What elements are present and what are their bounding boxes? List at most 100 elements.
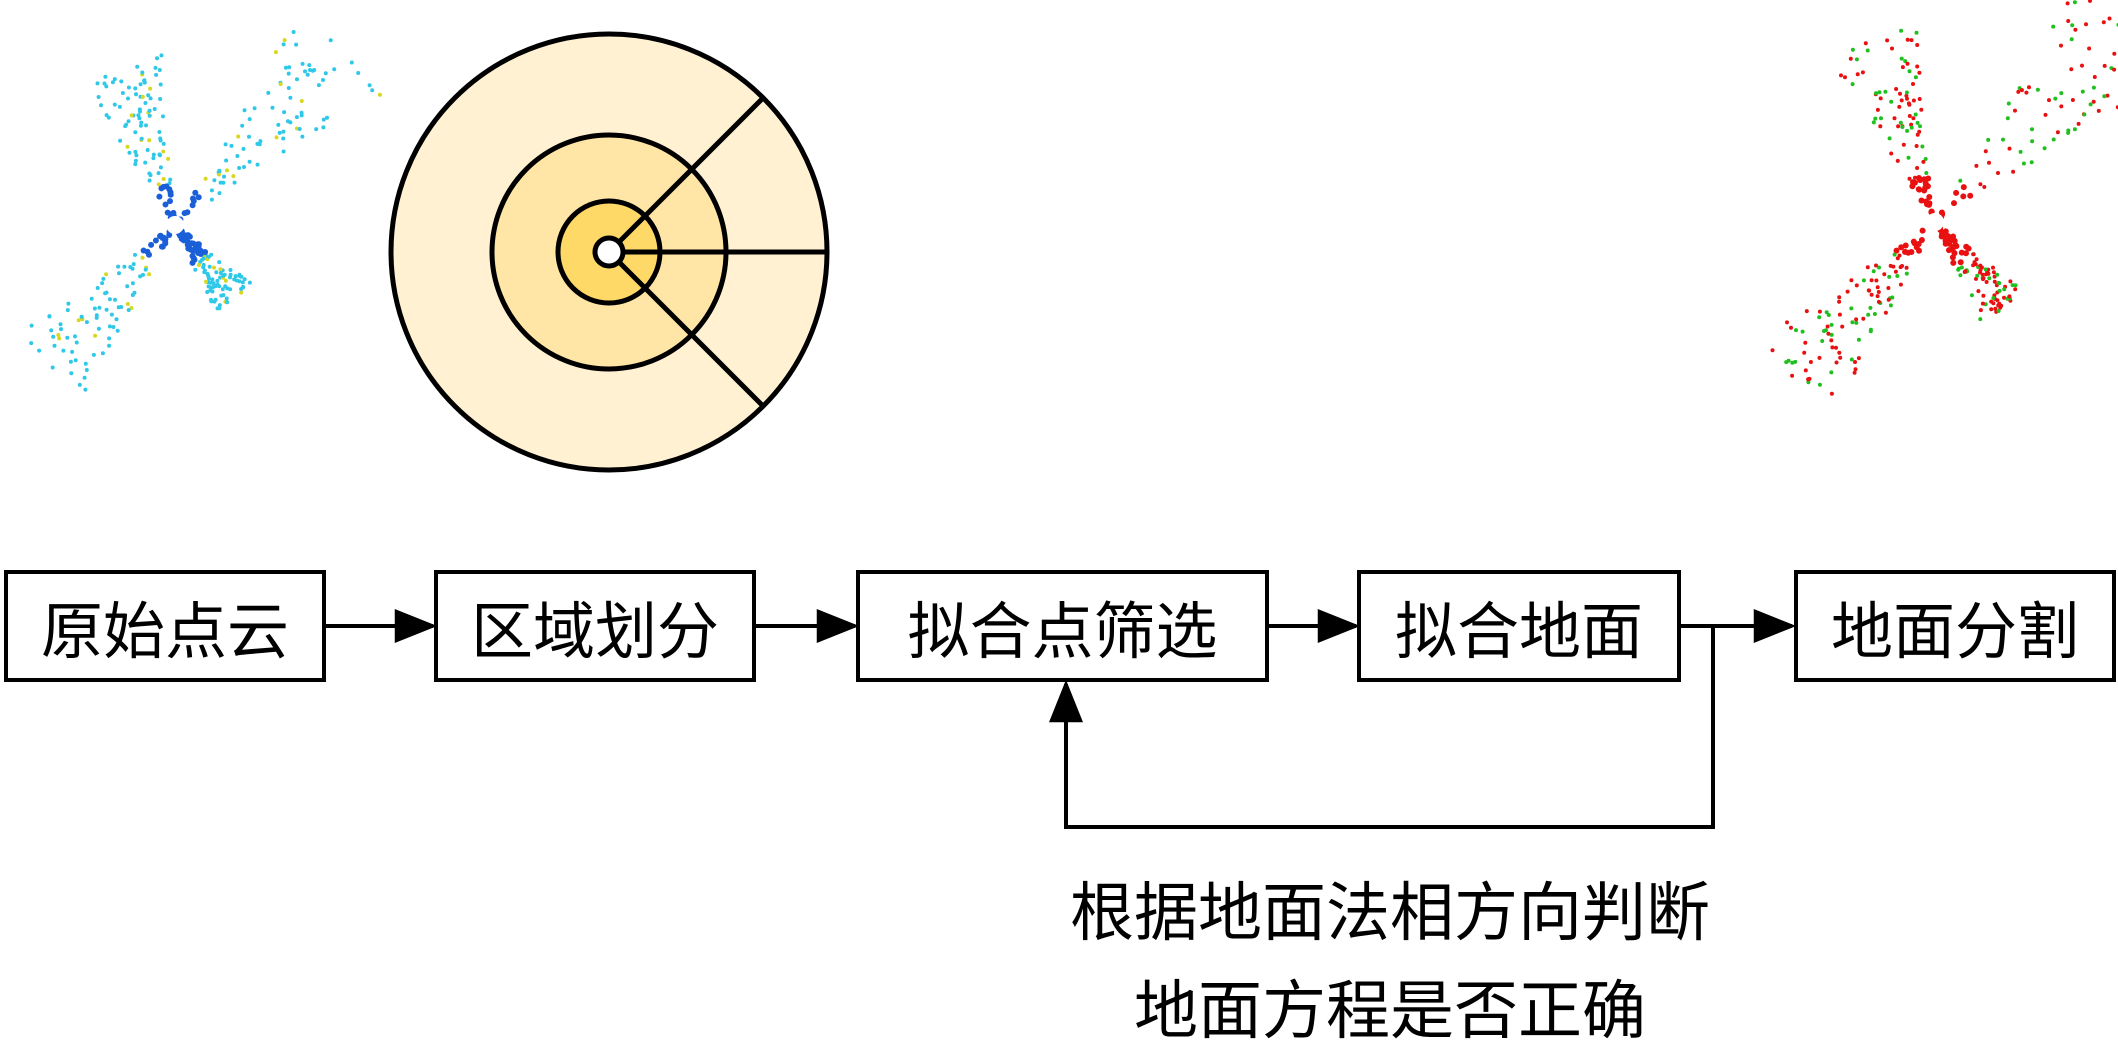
point-cloud-dot [300,99,304,103]
point-cloud-dot [306,73,310,77]
point-cloud-dot [1894,270,1898,274]
point-cloud-dot [189,240,195,246]
point-cloud-dot [204,280,208,284]
point-cloud-dot [80,315,84,319]
point-cloud-dot [69,371,73,375]
point-cloud-dot [224,159,228,163]
point-cloud-dot [107,336,111,340]
point-cloud-dot [207,275,211,279]
point-cloud-dot [1882,272,1886,276]
point-cloud-dot [2002,296,2006,300]
point-cloud-dot [1820,339,1824,343]
point-cloud-dot [1915,166,1919,170]
point-cloud-dot [143,161,147,165]
point-cloud-dot [1905,250,1911,256]
point-cloud-dot [2066,129,2070,133]
point-cloud-dot [1837,351,1841,355]
point-cloud-dot [2006,116,2010,120]
point-cloud-dot [2089,102,2093,106]
point-cloud-dot [324,71,328,75]
point-cloud-dot [2088,0,2092,3]
point-cloud-dot [221,287,225,291]
point-cloud-dot [2030,160,2034,164]
point-cloud-dot [284,66,288,70]
point-cloud-dot [1911,82,1915,86]
point-cloud-dot [1817,315,1821,319]
point-cloud-dot [1905,272,1909,276]
point-cloud-dot [116,265,120,269]
point-cloud-dot [126,145,130,149]
point-cloud-dot [2066,1,2070,5]
point-cloud-dot [1804,368,1808,372]
point-cloud-dot [137,116,141,120]
point-cloud-dot [93,334,97,338]
point-cloud-dot [2070,23,2074,27]
point-cloud-dot [127,119,131,123]
point-cloud-dot [105,113,109,117]
point-cloud-dot [288,96,292,100]
point-cloud-dot [128,151,132,155]
point-cloud-dot [215,279,219,283]
point-cloud-dot [108,324,112,328]
point-cloud-dot [127,86,131,90]
point-cloud-dot [132,262,136,266]
point-cloud-dot [1877,90,1881,94]
point-cloud-dot [212,266,216,270]
point-cloud-dot [229,268,233,272]
point-cloud-dot [202,257,206,261]
point-cloud-dot [1885,38,1889,42]
point-cloud-dot [1803,341,1807,345]
point-cloud-dot [276,123,280,127]
point-cloud-dot [1874,91,1878,95]
point-cloud-dot [2051,25,2055,29]
point-cloud-dot [1802,351,1806,355]
point-cloud-dot [83,376,87,380]
point-cloud-dot [1876,294,1880,298]
point-cloud-dot [1805,309,1809,313]
point-cloud-dot [1997,281,2001,285]
point-cloud-dot [1790,374,1794,378]
point-cloud-dot [1916,248,1922,254]
point-cloud-dot [30,324,34,328]
point-cloud-dot [210,188,214,192]
point-cloud-dot [115,317,119,321]
point-cloud-dot [1850,320,1854,324]
point-cloud-dot [1972,252,1976,256]
point-cloud-dot [1867,289,1871,293]
point-cloud-dot [1995,273,1999,277]
point-cloud-dot [271,106,275,110]
point-cloud-dot [2092,100,2096,104]
point-cloud-dot [1839,73,1843,77]
point-cloud-dot [141,248,147,254]
point-cloud-dot [1896,124,1900,128]
point-cloud-dot [147,138,151,142]
point-cloud-dot [1958,273,1962,277]
point-cloud-dot [59,322,63,326]
point-cloud-dot [1953,190,1959,196]
point-cloud-dot [37,349,41,353]
point-cloud-dot [146,148,150,152]
point-cloud-dot [1835,361,1839,365]
point-cloud-dot [1914,75,1918,79]
point-cloud-dot [1982,276,1986,280]
point-cloud-dot [162,177,166,181]
point-cloud-dot [159,139,163,143]
region-division-diagram [391,34,827,470]
point-cloud-dot [116,329,120,333]
point-cloud-dot [2087,47,2091,51]
point-cloud-dot [2013,287,2017,291]
point-cloud-dot [95,316,99,320]
point-cloud-dot [104,84,108,88]
point-cloud-dot [125,284,129,288]
point-cloud-dot [51,366,55,370]
point-cloud-dot [325,116,329,120]
point-cloud-dot [161,150,165,154]
point-cloud-dot [294,43,298,47]
point-cloud-dot [1908,177,1912,181]
point-cloud-dot [1883,90,1887,94]
point-cloud-dot [300,135,304,139]
point-cloud-dot [240,124,244,128]
point-cloud-dot [1838,313,1842,317]
point-cloud-dot [75,341,79,345]
point-cloud-dot [66,308,70,312]
